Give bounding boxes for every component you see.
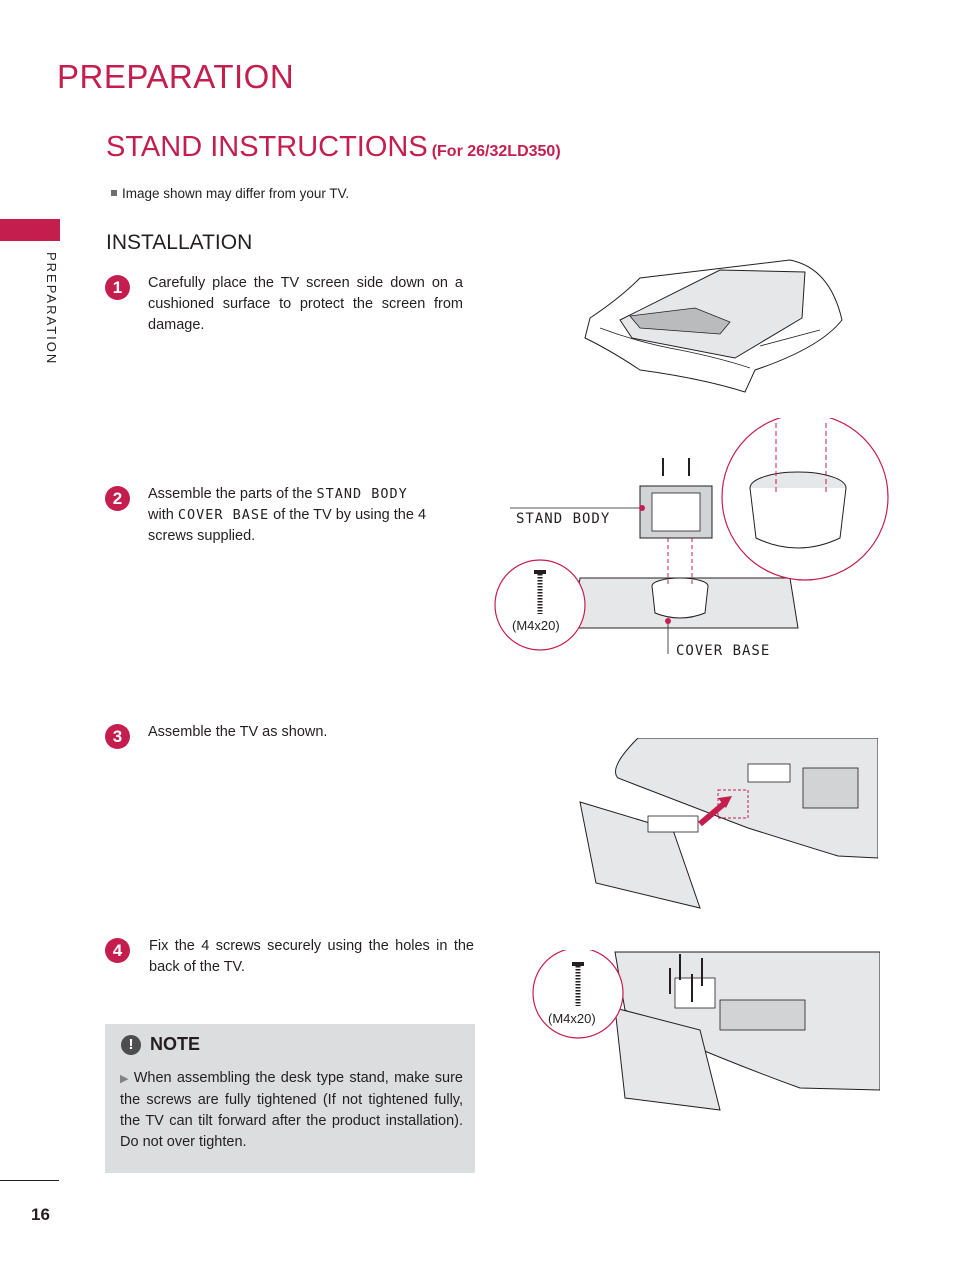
- step-2-text: Assemble the parts of the STAND BODY with…: [148, 484, 463, 547]
- step-2-cover-base-term: COVER BASE: [177, 507, 270, 523]
- step-2-text-part: of the TV by using the 4 screws supplied…: [148, 507, 427, 544]
- note-text: ▶When assembling the desk type stand, ma…: [120, 1068, 463, 1153]
- step-2-text-part: Assemble the parts of the: [148, 486, 313, 502]
- screw-size-label-2: (M4x20): [548, 1011, 596, 1026]
- side-tab-marker: [0, 219, 60, 241]
- step-1-text: Carefully place the TV screen side down …: [148, 275, 463, 333]
- exclamation-icon: !: [121, 1035, 141, 1055]
- note-body: When assembling the desk type stand, mak…: [120, 1070, 463, 1150]
- tv-face-down-illustration: [584, 259, 843, 393]
- step-2-number: 2: [105, 486, 130, 511]
- section-title: STAND INSTRUCTIONS(For 26/32LD350): [106, 131, 561, 164]
- side-section-label: PREPARATION: [44, 252, 59, 366]
- note-box: [105, 1024, 475, 1173]
- step-2-text-part: with: [148, 507, 174, 523]
- bullet-square-icon: [111, 190, 117, 196]
- section-title-model: (For 26/32LD350): [431, 143, 561, 160]
- stand-body-label: STAND BODY: [516, 511, 611, 527]
- step-4-text: Fix the 4 screws securely using the hole…: [149, 938, 474, 975]
- stand-assembly-illustration: [494, 418, 889, 654]
- cover-base-label: COVER BASE: [676, 643, 771, 659]
- disclaimer-text: Image shown may differ from your TV.: [122, 186, 350, 201]
- disclaimer: Image shown may differ from your TV.: [111, 186, 349, 201]
- footer-rule: [0, 1180, 59, 1181]
- screw-size-label-1: (M4x20): [512, 618, 560, 633]
- step-1-number: 1: [105, 275, 130, 300]
- tv-stand-attach-illustration: [579, 738, 878, 909]
- play-arrow-icon: ▶: [120, 1073, 130, 1085]
- page-number: 16: [31, 1205, 50, 1224]
- step-3-text: Assemble the TV as shown.: [148, 724, 328, 740]
- tv-screw-fixing-illustration: [532, 950, 880, 1111]
- installation-heading: INSTALLATION: [106, 231, 253, 254]
- page-header-title: PREPARATION: [57, 58, 295, 95]
- step-2-stand-body-term: STAND BODY: [316, 486, 408, 502]
- step-3-number: 3: [105, 724, 130, 749]
- step-4-number: 4: [105, 938, 130, 963]
- section-title-main: STAND INSTRUCTIONS: [106, 131, 428, 163]
- note-title: NOTE: [150, 1034, 201, 1054]
